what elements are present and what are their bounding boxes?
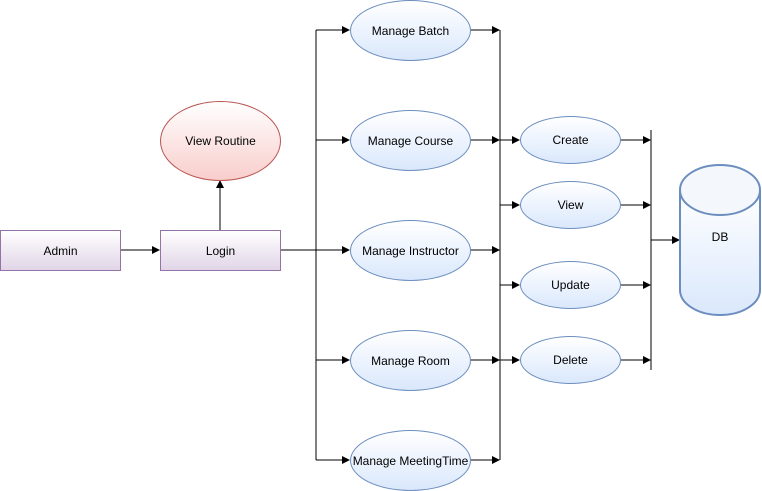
- login-node: Login: [160, 230, 281, 271]
- delete-node: Delete: [520, 336, 621, 384]
- admin-node: Admin: [0, 230, 121, 271]
- manage-room-node: Manage Room: [350, 330, 471, 391]
- create-node: Create: [520, 116, 621, 164]
- manage-batch-node: Manage Batch: [350, 0, 471, 61]
- update-node: Update: [520, 261, 621, 309]
- manage-course-node: Manage Course: [350, 110, 471, 171]
- db-label: DB: [711, 230, 729, 244]
- view-routine-node: View Routine: [160, 101, 281, 181]
- manage-instructor-node: Manage Instructor: [350, 220, 471, 281]
- db-cylinder: [679, 164, 761, 316]
- manage-meetingtime-node: Manage MeetingTime: [350, 430, 471, 491]
- view-node: View: [520, 181, 621, 229]
